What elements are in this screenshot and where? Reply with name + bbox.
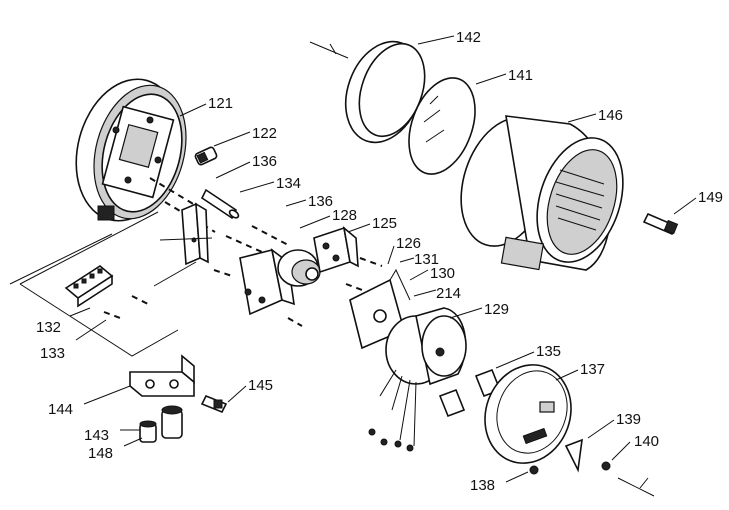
callout-141: 141 <box>508 67 533 84</box>
callout-139: 139 <box>616 411 641 428</box>
part-122-screw <box>194 146 218 166</box>
callout-labels: 121 122 136 134 136 128 125 126 131 130 … <box>36 29 723 494</box>
part-143-cylinder <box>161 405 183 439</box>
part-144-bracket <box>129 354 195 397</box>
part-132-terminal-strip <box>64 265 114 308</box>
part-140-screw <box>601 461 611 471</box>
assembly-outline-lines <box>9 211 213 357</box>
part-137-dial <box>484 364 572 464</box>
callout-135: 135 <box>536 343 561 360</box>
part-small-screws <box>103 257 383 327</box>
part-148-cap <box>139 420 157 443</box>
callout-214: 214 <box>436 285 461 302</box>
arrow-bottom-right-tick <box>639 477 649 489</box>
callout-128: 128 <box>332 207 357 224</box>
callout-138: 138 <box>470 477 495 494</box>
part-149-screw <box>642 212 679 236</box>
callout-129: 129 <box>484 301 509 318</box>
callout-148: 148 <box>88 445 113 462</box>
part-129-motor <box>368 307 467 452</box>
callout-143: 143 <box>84 427 109 444</box>
callout-122: 122 <box>252 125 277 142</box>
callout-132: 132 <box>36 319 61 336</box>
part-134-spacer <box>200 188 240 220</box>
callout-131: 131 <box>414 251 439 268</box>
part-146-housing <box>460 115 624 271</box>
part-138-screw <box>529 465 539 475</box>
callout-140: 140 <box>634 433 659 450</box>
part-139-pointer <box>564 438 583 473</box>
callout-136-upper: 136 <box>252 153 277 170</box>
callout-149: 149 <box>698 189 723 206</box>
callout-121: 121 <box>208 95 233 112</box>
callout-136-lower: 136 <box>308 193 333 210</box>
part-block <box>181 202 209 266</box>
part-141-glass <box>408 77 476 175</box>
callout-133: 133 <box>40 345 65 362</box>
callout-125: 125 <box>372 215 397 232</box>
part-125-mechanism <box>239 225 359 316</box>
callout-142: 142 <box>456 29 481 46</box>
callout-130: 130 <box>430 265 455 282</box>
callout-144: 144 <box>48 401 73 418</box>
arrow-bottom-right <box>617 477 655 497</box>
callout-126: 126 <box>396 235 421 252</box>
part-142-ring <box>309 40 426 144</box>
part-145-screw <box>200 394 228 414</box>
part-121-back-plate <box>75 78 187 222</box>
callout-leaders <box>69 35 697 483</box>
callout-145: 145 <box>248 377 273 394</box>
callout-146: 146 <box>598 107 623 124</box>
callout-134: 134 <box>276 175 301 192</box>
callout-137: 137 <box>580 361 605 378</box>
